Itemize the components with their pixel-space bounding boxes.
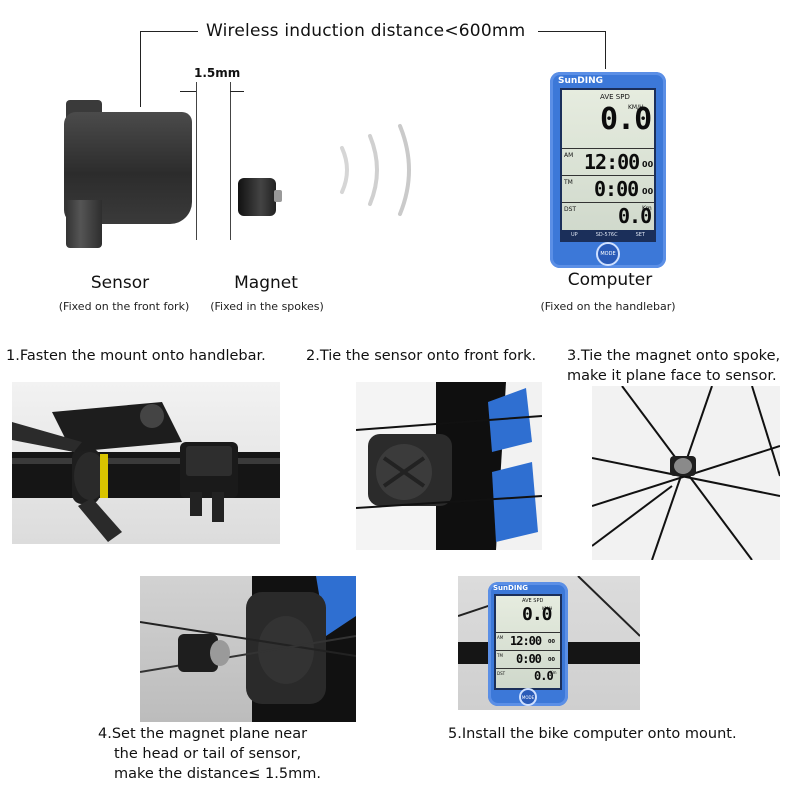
- lcd-screen: AVE SPD 0.0 KM/H AM 12:00 00 TM 0:00 00 …: [560, 88, 656, 242]
- dimension-line-top: [140, 31, 198, 32]
- magnet-pin: [274, 190, 282, 202]
- installed-lcd-divider-1: [496, 632, 560, 633]
- installed-brand-logo: SunDING: [493, 584, 529, 592]
- installed-lcd-clock-label: AM: [497, 635, 504, 640]
- step-3-title-line1: 3.Tie the magnet onto spoke,: [567, 348, 781, 364]
- lcd-speed-unit: KM/H: [628, 104, 644, 111]
- step-4-title-line1: 4.Set the magnet plane near: [98, 726, 308, 742]
- installed-lcd-divider-3: [496, 668, 560, 669]
- lcd-distance-label: DST: [564, 206, 577, 213]
- installed-lcd-mode-label: AVE SPD: [522, 598, 544, 604]
- lcd-mode-label: AVE SPD: [600, 93, 630, 101]
- lcd-button-labels: UP SD-576C SET: [562, 230, 654, 240]
- dimension-line-top-right: [538, 31, 606, 32]
- dimension-tick-right: [605, 31, 606, 69]
- computer-note: (Fixed on the handlebar): [540, 300, 676, 313]
- magnet-title: Magnet: [234, 273, 298, 293]
- gap-arrow-left: [180, 91, 196, 92]
- lcd-clock-value: 12:00: [584, 150, 640, 174]
- sensor-note: (Fixed on the front fork): [58, 300, 190, 313]
- step-5-title: 5.Install the bike computer onto mount.: [448, 726, 737, 742]
- step-1-title: 1.Fasten the mount onto handlebar.: [6, 348, 266, 364]
- step-1-photo: [12, 382, 280, 544]
- step-5-photo: SunDING AVE SPD 0.0 KM/H AM 12:00 00 TM …: [458, 576, 640, 710]
- gap-guide-left: [196, 82, 197, 240]
- step-4-title-line2: the head or tail of sensor,: [114, 746, 302, 762]
- front-fork-illustration: [356, 382, 542, 550]
- lcd-time-label: TM: [564, 179, 573, 186]
- installed-lcd-speed-value: 0.0: [522, 604, 552, 625]
- gap-label: 1.5mm: [194, 66, 241, 80]
- installed-lcd-distance-label: DST: [497, 671, 506, 676]
- wireless-distance-label: Wireless induction distance<600mm: [206, 21, 526, 41]
- sensor-title: Sensor: [90, 273, 150, 293]
- magnet-note: (Fixed in the spokes): [210, 300, 324, 313]
- step-2-title: 2.Tie the sensor onto front fork.: [306, 348, 537, 364]
- handlebar-illustration: [12, 402, 280, 542]
- step-4-title-line3: make the distance≤ 1.5mm.: [114, 766, 321, 782]
- computer-title: Computer: [567, 270, 653, 290]
- dimension-tick-left: [140, 31, 141, 107]
- installed-lcd-screen: AVE SPD 0.0 KM/H AM 12:00 00 TM 0:00 00 …: [494, 594, 562, 690]
- lcd-divider-3: [562, 202, 654, 203]
- installed-lcd-clock-seconds: 00: [548, 639, 555, 645]
- computer-image: SunDING AVE SPD 0.0 KM/H AM 12:00 00 TM …: [550, 72, 666, 268]
- installed-computer: SunDING AVE SPD 0.0 KM/H AM 12:00 00 TM …: [488, 582, 568, 706]
- lcd-time-value: 0:00: [594, 177, 639, 201]
- installed-lcd-speed-unit: KM/H: [542, 606, 553, 611]
- step-3-title-line2: make it plane face to sensor.: [567, 368, 777, 384]
- installed-lcd-clock-value: 12:00: [510, 634, 542, 648]
- brand-logo: SunDING: [558, 76, 604, 86]
- step-2-photo: [356, 382, 542, 550]
- magnet-sensor-illustration: [140, 576, 356, 722]
- lcd-button-set: SET: [635, 232, 645, 238]
- installed-lcd-distance-value: 0.0: [534, 669, 554, 683]
- gap-guide-right: [230, 82, 231, 240]
- magnet-image: [238, 178, 276, 216]
- lcd-button-up: UP: [571, 232, 578, 238]
- sensor-mount-tab-bottom: [66, 200, 102, 248]
- lcd-speed-value: 0.0: [600, 102, 652, 137]
- wireless-signal-icon: [340, 124, 411, 216]
- lcd-distance-value: 0.0: [618, 204, 652, 228]
- lcd-distance-unit: Km: [642, 205, 652, 212]
- installed-lcd-time-seconds: 00: [548, 657, 555, 663]
- lcd-clock-seconds: 00: [642, 160, 654, 169]
- lcd-divider-2: [562, 175, 654, 176]
- installed-lcd-divider-2: [496, 650, 560, 651]
- installed-lcd-time-value: 0:00: [516, 652, 542, 666]
- lcd-divider-1: [562, 148, 654, 149]
- installed-mode-button[interactable]: MODE: [519, 688, 537, 706]
- lcd-model: SD-576C: [595, 232, 618, 238]
- lcd-clock-label: AM: [564, 152, 574, 159]
- step-4-photo: [140, 576, 356, 722]
- spokes-illustration: [592, 386, 780, 560]
- mode-button[interactable]: MODE: [596, 242, 620, 266]
- installed-lcd-distance-unit: Km: [550, 670, 557, 675]
- installed-lcd-time-label: TM: [497, 653, 503, 658]
- step-3-photo: [592, 386, 780, 560]
- lcd-time-seconds: 00: [642, 187, 654, 196]
- gap-arrow-right: [230, 91, 244, 92]
